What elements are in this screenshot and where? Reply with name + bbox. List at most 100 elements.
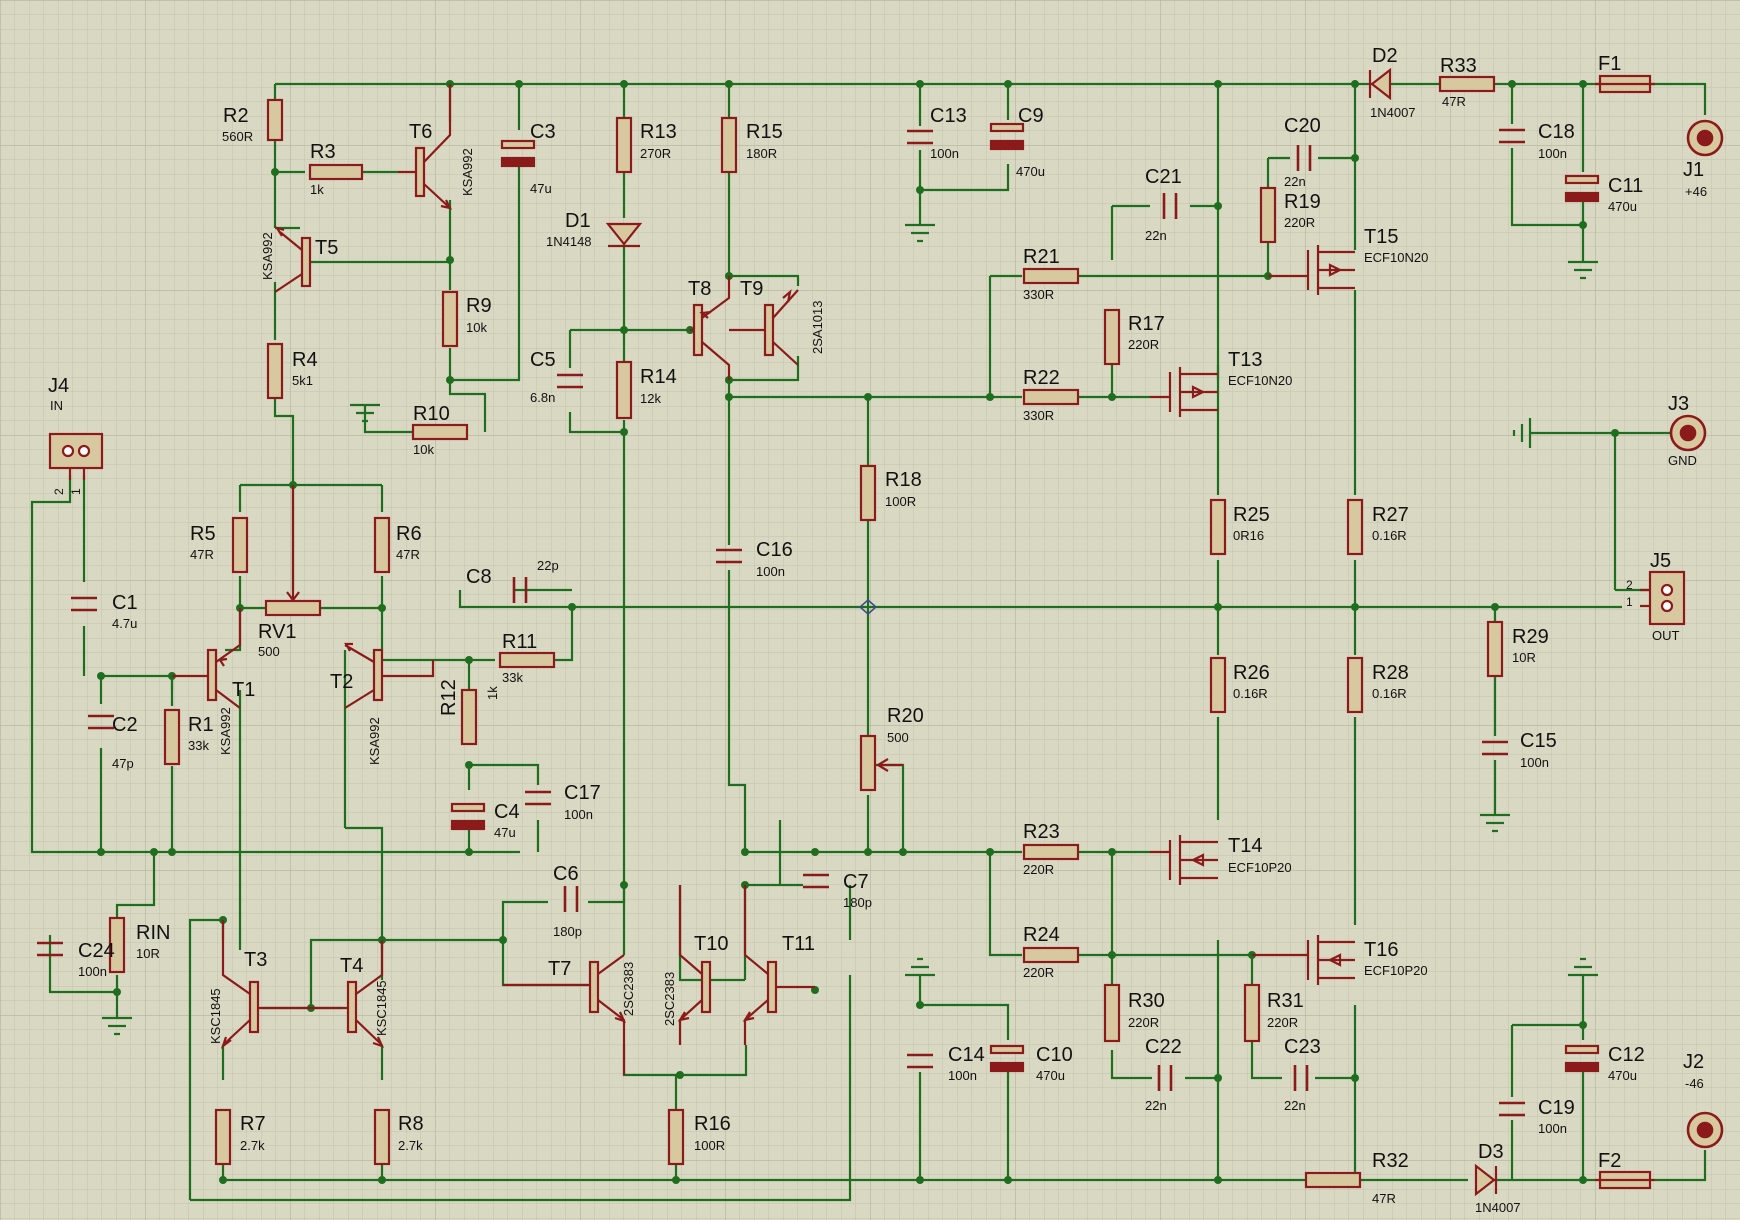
label-T2: T2	[330, 671, 353, 693]
resistor-R11[interactable]	[498, 651, 556, 669]
resistor-R3[interactable]	[308, 163, 364, 181]
resistor-R16[interactable]	[667, 1108, 685, 1166]
resistor-R31[interactable]	[1243, 983, 1261, 1043]
capacitor-C15[interactable]	[1482, 740, 1508, 756]
resistor-R4[interactable]	[266, 342, 284, 400]
capacitor-C6[interactable]	[563, 886, 579, 912]
resistor-R30[interactable]	[1103, 983, 1121, 1043]
capacitor-C18[interactable]	[1499, 128, 1525, 144]
label-D2: D2	[1372, 45, 1398, 67]
transistor-T9[interactable]	[729, 289, 799, 366]
label-R20: R20	[887, 705, 924, 727]
resistor-R19[interactable]	[1259, 186, 1277, 244]
transistor-T4[interactable]	[311, 940, 385, 1048]
capacitor-C17[interactable]	[525, 790, 551, 806]
transistor-T8[interactable]	[690, 276, 731, 380]
electrolytic-capacitor-C12[interactable]	[1564, 1044, 1600, 1073]
resistor-R23[interactable]	[1022, 843, 1080, 861]
mosfet-T16[interactable]	[1252, 935, 1355, 985]
transistor-T7[interactable]	[503, 954, 627, 1075]
terminal-J3[interactable]	[1669, 414, 1707, 452]
capacitor-C16[interactable]	[716, 548, 742, 564]
transistor-T1[interactable]	[172, 608, 242, 709]
mosfet-T15[interactable]	[1268, 245, 1355, 295]
resistor-R33[interactable]	[1438, 75, 1496, 93]
resistor-R15[interactable]	[720, 116, 738, 174]
resistor-R29[interactable]	[1486, 620, 1504, 678]
diode-D1[interactable]	[605, 222, 643, 248]
transistor-T5[interactable]	[274, 226, 312, 293]
resistor-R24[interactable]	[1022, 946, 1080, 964]
electrolytic-capacitor-C4[interactable]	[450, 802, 486, 831]
capacitor-C24[interactable]	[37, 941, 63, 957]
mosfet-T13[interactable]	[1150, 367, 1218, 417]
capacitor-C21[interactable]	[1162, 193, 1178, 219]
resistor-R1[interactable]	[163, 708, 181, 766]
capacitor-C23[interactable]	[1293, 1065, 1309, 1091]
transistor-T6[interactable]	[398, 84, 453, 210]
resistor-R7[interactable]	[214, 1108, 232, 1166]
transistor-T3[interactable]	[220, 920, 311, 1049]
electrolytic-capacitor-C11[interactable]	[1564, 174, 1600, 203]
electrolytic-capacitor-C10[interactable]	[989, 1044, 1025, 1073]
electrolytic-capacitor-C9[interactable]	[989, 122, 1025, 151]
resistor-R5[interactable]	[231, 516, 249, 574]
label-C18: C18	[1538, 121, 1575, 143]
label-R28: R28	[1372, 662, 1409, 684]
value-R32: 47R	[1372, 1191, 1396, 1206]
transistor-T2[interactable]	[344, 642, 435, 709]
electrolytic-capacitor-C3[interactable]	[500, 139, 536, 168]
resistor-R25[interactable]	[1209, 498, 1227, 556]
transistor-T11[interactable]	[742, 885, 815, 1045]
label-R29: R29	[1512, 626, 1549, 648]
capacitor-C7[interactable]	[803, 873, 829, 889]
resistor-R26[interactable]	[1209, 656, 1227, 714]
label-C13: C13	[930, 105, 967, 127]
resistor-R14[interactable]	[615, 360, 633, 420]
diode-D3[interactable]	[1474, 1163, 1498, 1197]
resistor-R17[interactable]	[1103, 308, 1121, 366]
capacitor-C14[interactable]	[907, 1053, 933, 1069]
terminal-J1[interactable]	[1686, 119, 1724, 157]
resistor-R6[interactable]	[373, 516, 391, 574]
label-RIN: RIN	[136, 922, 170, 944]
resistor-R27[interactable]	[1346, 498, 1364, 556]
value-C12: 470u	[1608, 1068, 1637, 1083]
capacitor-C19[interactable]	[1499, 1101, 1525, 1117]
resistor-R32[interactable]	[1304, 1171, 1362, 1189]
label-C12: C12	[1608, 1044, 1645, 1066]
potentiometer-R20[interactable]	[859, 734, 877, 792]
capacitor-C20[interactable]	[1296, 145, 1312, 171]
capacitor-C8[interactable]	[512, 577, 528, 603]
terminal-J2[interactable]	[1686, 1111, 1724, 1149]
potentiometer-RV1[interactable]	[264, 599, 322, 617]
resistor-R28[interactable]	[1346, 656, 1364, 714]
resistor-R8[interactable]	[373, 1108, 391, 1166]
resistor-RIN[interactable]	[108, 916, 126, 974]
value-C23: 22n	[1284, 1098, 1306, 1113]
label-R25: R25	[1233, 504, 1270, 526]
resistor-R21[interactable]	[1022, 267, 1080, 285]
connector-J4[interactable]	[48, 432, 104, 480]
resistor-R2[interactable]	[266, 98, 284, 142]
label-R10: R10	[413, 403, 450, 425]
resistor-R9[interactable]	[441, 290, 459, 348]
resistor-R13[interactable]	[615, 116, 633, 174]
resistor-R18[interactable]	[859, 464, 877, 522]
diode-D2[interactable]	[1368, 67, 1392, 101]
capacitor-C22[interactable]	[1157, 1065, 1173, 1091]
resistor-R22[interactable]	[1022, 388, 1080, 406]
pin-J5-1: 1	[1626, 595, 1633, 609]
resistor-R10[interactable]	[411, 423, 469, 441]
mosfet-T14[interactable]	[1150, 835, 1218, 885]
capacitor-C5[interactable]	[557, 373, 583, 389]
capacitor-C1[interactable]	[71, 596, 97, 612]
value-T6: KSA992	[460, 148, 475, 196]
capacitor-C13[interactable]	[907, 129, 933, 145]
value-C1: 4.7u	[112, 616, 137, 631]
connector-J5[interactable]	[1640, 570, 1686, 626]
resistor-R12[interactable]	[460, 688, 478, 746]
transistor-T10[interactable]	[677, 885, 712, 1045]
capacitor-C2[interactable]	[88, 714, 114, 730]
